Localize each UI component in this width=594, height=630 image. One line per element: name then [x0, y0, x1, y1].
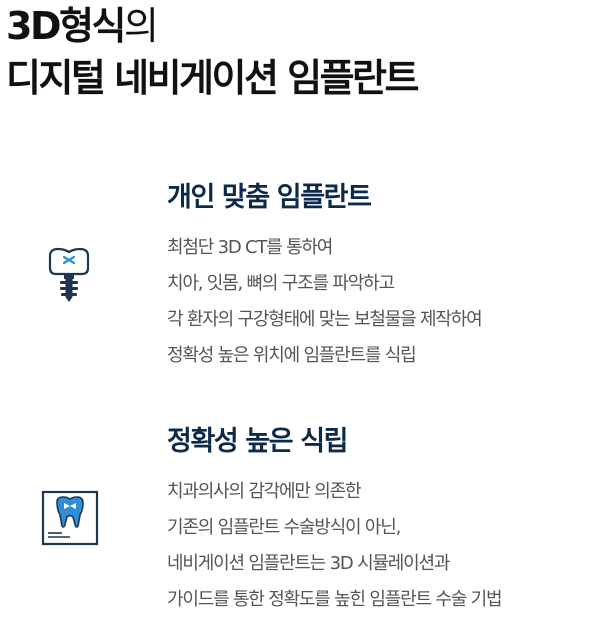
headline-light: 의: [123, 4, 159, 48]
headline-line-1: 3D형식의: [6, 0, 417, 52]
feature-description-line: 치과의사의 감각에만 의존한: [167, 481, 362, 502]
page-headline: 3D형식의 디지털 네비게이션 임플란트: [6, 0, 419, 104]
dental-implant-icon: [40, 244, 100, 308]
headline-bold: 3D형식: [6, 4, 126, 48]
feature-description-line: 네비게이션 임플란트는 3D 시뮬레이션과: [167, 553, 450, 574]
feature-description-line: 치아, 잇몸, 뼈의 구조를 파악하고: [167, 273, 395, 294]
feature-description-line: 최첨단 3D CT를 통하여: [167, 237, 333, 258]
tooth-monitor-icon-graphic: [41, 490, 99, 546]
feature-title: 정확성 높은 식립: [167, 426, 348, 457]
feature-description: 최첨단 3D CT를 통하여 치아, 잇몸, 뼈의 구조를 파악하고 각 환자의…: [167, 230, 483, 374]
tooth-monitor-icon: [40, 484, 100, 548]
feature-description-line: 가이드를 통한 정확도를 높힌 임플란트 수술 기법: [167, 589, 503, 610]
feature-title: 개인 맞춤 임플란트: [167, 182, 372, 213]
feature-description: 치과의사의 감각에만 의존한 기존의 임플란트 수술방식이 아닌, 네비게이션 …: [167, 474, 503, 618]
feature-description-line: 정확성 높은 위치에 임플란트를 식립: [167, 345, 417, 366]
dental-implant-icon-graphic: [48, 247, 90, 302]
feature-description-line: 기존의 임플란트 수술방식이 아닌,: [167, 517, 401, 538]
feature-description-line: 각 환자의 구강형태에 맞는 보철물을 제작하여: [167, 309, 483, 330]
headline-line-2: 디지털 네비게이션 임플란트: [6, 56, 419, 100]
